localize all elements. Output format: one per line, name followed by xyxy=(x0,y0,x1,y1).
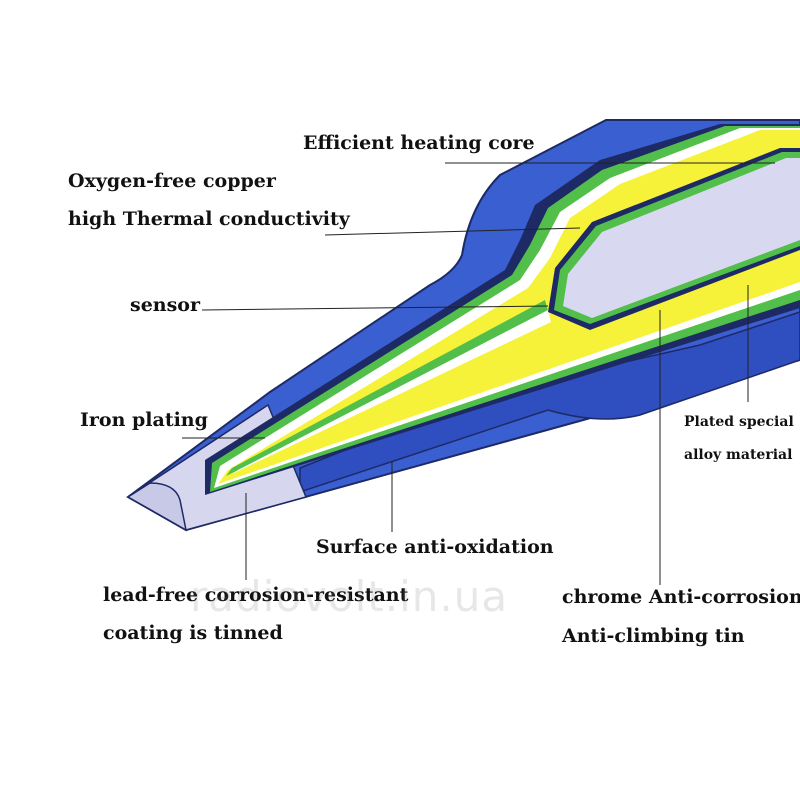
leader-sensor xyxy=(201,305,549,311)
label-copper-line2: high Thermal conductivity xyxy=(68,208,350,230)
label-plated-line1: Plated special xyxy=(684,414,794,430)
inner-white-stripe xyxy=(232,310,551,474)
label-chrome-line1: chrome Anti-corrosion xyxy=(562,586,800,608)
label-plated-line2: alloy material xyxy=(684,447,793,463)
leader-lines xyxy=(182,162,775,585)
label-sensor: sensor xyxy=(130,294,200,316)
label-surface-anti-oxidation: Surface anti-oxidation xyxy=(316,536,554,558)
label-heating-core: Efficient heating core xyxy=(303,132,535,154)
watermark: radiovolt.in.ua xyxy=(190,572,509,621)
label-chrome-line2: Anti-climbing tin xyxy=(562,625,745,647)
label-iron-plating: Iron plating xyxy=(80,409,208,431)
label-copper-line1: Oxygen-free copper xyxy=(68,170,276,192)
label-leadfree-line1: lead-free corrosion-resistant xyxy=(103,584,409,606)
heating-core-fill xyxy=(563,158,800,318)
tip-bevel xyxy=(126,482,188,532)
leader-copper xyxy=(324,227,581,236)
inner-green-stripe xyxy=(226,300,550,476)
label-leadfree-line2: coating is tinned xyxy=(103,622,283,644)
